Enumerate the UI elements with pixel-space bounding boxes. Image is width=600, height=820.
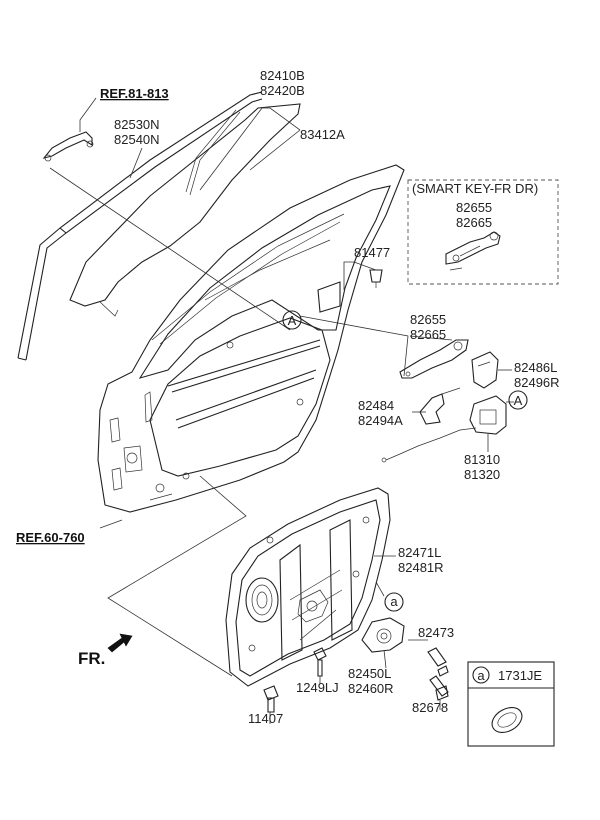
label-82678: 82678 [412, 700, 448, 715]
label-83412A: 83412A [300, 127, 345, 142]
callout-a-box-text: a [477, 668, 485, 683]
leader-lines [49, 97, 514, 724]
label-82420B: 82420B [260, 83, 305, 98]
plug-box [467, 661, 555, 747]
label-82471L: 82471L [398, 545, 441, 560]
label-1731JE: 1731JE [498, 668, 542, 683]
ref-81-813: REF.81-813 [100, 86, 169, 101]
label-82486L: 82486L [514, 360, 557, 375]
latch-rod [419, 387, 461, 425]
ref-60-760: REF.60-760 [16, 530, 85, 545]
label-82665: 82665 [410, 327, 446, 342]
outside-handle-ref [42, 131, 94, 162]
smart-key-box [407, 179, 559, 285]
label-81310: 81310 [464, 452, 500, 467]
bolts [263, 647, 449, 713]
regulator-motor [361, 617, 405, 653]
door-frame [97, 164, 405, 513]
front-arrow-icon [107, 633, 133, 653]
label-82530N: 82530N [114, 117, 160, 132]
callout-A-left-text: A [288, 313, 297, 328]
label-82460R: 82460R [348, 681, 394, 696]
label-11407: 11407 [248, 711, 283, 726]
label-82410B: 82410B [260, 68, 305, 83]
label-smart-key: (SMART KEY-FR DR) [412, 181, 538, 196]
door-module-panel [225, 487, 391, 687]
glass-run-channel [17, 91, 263, 361]
label-82496R: 82496R [514, 375, 560, 390]
label-82540N: 82540N [114, 132, 160, 147]
label-82494A: 82494A [358, 413, 403, 428]
callout-a-panel-text: a [390, 594, 398, 609]
callout-A-left: A [282, 310, 302, 330]
callout-A-right-text: A [514, 393, 523, 408]
door-lock-assy [381, 395, 507, 463]
label-81320: 81320 [464, 467, 500, 482]
label-1249LJ: 1249LJ [296, 680, 339, 695]
label-82450L: 82450L [348, 666, 391, 681]
door-glass [69, 103, 301, 317]
front-label: FR. [78, 649, 105, 668]
front-arrow: FR. [78, 633, 133, 668]
inside-handle [399, 339, 469, 379]
callout-a-panel: a [384, 592, 404, 612]
callout-a-box: a [477, 668, 485, 683]
label-82484: 82484 [358, 398, 394, 413]
label-82655: 82655 [410, 312, 446, 327]
label-82481R: 82481R [398, 560, 444, 575]
label-82655-smart: 82655 [456, 200, 492, 215]
label-81477: 81477 [354, 245, 390, 260]
door-latch [471, 351, 499, 389]
label-82473: 82473 [418, 625, 454, 640]
callout-A-right: A [508, 390, 528, 410]
belt-weatherstrip [204, 239, 331, 301]
label-82665-smart: 82665 [456, 215, 492, 230]
bracket-81477 [317, 269, 383, 313]
